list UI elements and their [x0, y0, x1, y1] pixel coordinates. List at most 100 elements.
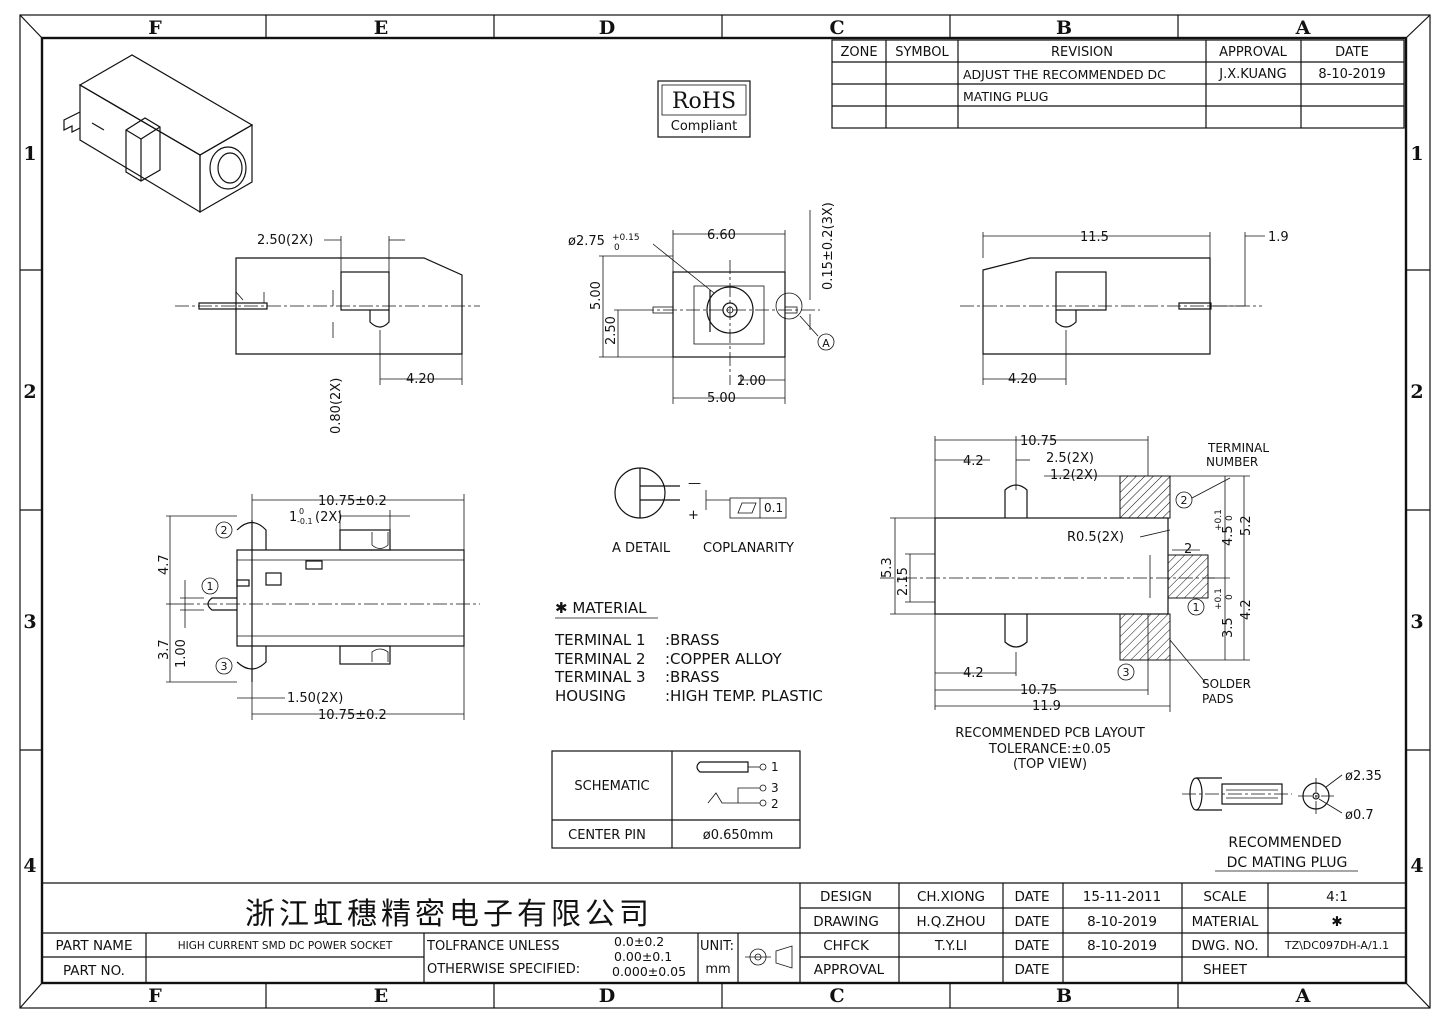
bottom-pin1: 1 — [207, 580, 214, 593]
top-view: 2.50(2X) 0.80(2X) 4.20 — [175, 233, 480, 434]
svg-text:1: 1 — [289, 510, 297, 525]
pcb-dim-119: 11.9 — [1032, 699, 1061, 714]
center-pin-label: CENTER PIN — [568, 828, 646, 843]
pcb-dim-1075-bot: 10.75 — [1020, 683, 1057, 698]
svg-text:F: F — [148, 985, 162, 1007]
svg-text:3: 3 — [1410, 611, 1423, 633]
front-dim-200: 2.00 — [737, 374, 766, 389]
zone-col-e: E — [374, 17, 388, 39]
frame: F E D C B A F E D C B A 1 2 3 4 1 2 3 4 — [19, 14, 1431, 1009]
mating-plug: ø2.35 ø0.7 RECOMMENDED DC MATING PLUG — [1182, 769, 1382, 872]
svg-text:SOLDER: SOLDER — [1202, 677, 1251, 691]
svg-text:0: 0 — [614, 243, 620, 253]
material-list: ✱ MATERIAL TERMINAL 1 :BRASS TERMINAL 2 … — [554, 599, 823, 705]
part-no-label: PART NO. — [63, 963, 125, 979]
svg-text:DATE: DATE — [1014, 914, 1049, 930]
front-ref-a: A — [822, 337, 830, 350]
svg-text:0.000±0.05: 0.000±0.05 — [612, 964, 686, 979]
pcb-layout: 2 1 3 10 — [880, 434, 1269, 772]
svg-text:B: B — [1056, 985, 1072, 1007]
pcb-dim-42-bot: 4.2 — [963, 666, 984, 681]
svg-text:DATE: DATE — [1014, 962, 1049, 978]
bottom-view: 2 1 3 10.75±0.2 1 0 -0.1 (2X) 4.7 3.7 1.… — [157, 494, 480, 723]
design-date: 15-11-2011 — [1083, 889, 1161, 905]
plug-dim-235: ø2.35 — [1345, 769, 1382, 784]
svg-text::BRASS: :BRASS — [665, 668, 719, 686]
rev-header-zone: ZONE — [840, 45, 877, 60]
svg-text:0: 0 — [1225, 594, 1235, 600]
drawing-name: H.Q.ZHOU — [916, 914, 985, 930]
svg-text:D: D — [599, 985, 615, 1007]
part-name-label: PART NAME — [56, 938, 133, 954]
approval-label: APPROVAL — [814, 962, 885, 978]
center-pin-value: ø0.650mm — [703, 828, 774, 843]
rev-header-symbol: SYMBOL — [895, 45, 949, 60]
scale-label: SCALE — [1203, 889, 1246, 905]
svg-text:TERMINAL 1: TERMINAL 1 — [554, 631, 646, 649]
svg-text:0.00±0.1: 0.00±0.1 — [614, 949, 672, 964]
svg-text:1: 1 — [771, 760, 779, 774]
bottom-dim-1075-bot: 10.75±0.2 — [318, 708, 387, 723]
svg-text:+0.15: +0.15 — [612, 233, 640, 243]
rev-header-approval: APPROVAL — [1219, 45, 1288, 60]
zone-col-f: F — [148, 17, 162, 39]
front-view: A ø2.75 +0.15 0 6.60 0.15±0.2(3X) 5.00 2… — [568, 202, 836, 406]
top-dim-250: 2.50(2X) — [257, 233, 313, 248]
front-dim-660: 6.60 — [707, 228, 736, 243]
schematic-table: SCHEMATIC CENTER PIN ø0.650mm 1 3 2 — [551, 750, 801, 849]
dwg-label: DWG. NO. — [1191, 938, 1258, 954]
title-block: 浙江虹穗精密电子有限公司 PART NAME PART NO. HIGH CUR… — [42, 882, 1406, 983]
svg-text:—: — — [688, 476, 701, 491]
svg-text:+0.1: +0.1 — [1214, 588, 1224, 610]
svg-text:TOLFRANCE UNLESS: TOLFRANCE UNLESS — [426, 939, 560, 954]
side-dim-19: 1.9 — [1268, 230, 1289, 245]
pcb-dim-45: 4.5 — [1221, 525, 1236, 546]
top-dim-080: 0.80(2X) — [329, 378, 344, 434]
pcb-dim-215: 2.15 — [896, 567, 911, 596]
plug-caption-1: RECOMMENDED — [1228, 835, 1341, 851]
coplanarity-label: COPLANARITY — [703, 541, 794, 556]
check-label: CHFCK — [823, 938, 870, 954]
svg-text:OTHERWISE SPECIFIED:: OTHERWISE SPECIFIED: — [427, 962, 580, 977]
side-dim-115: 11.5 — [1080, 230, 1109, 245]
svg-text:4: 4 — [1410, 855, 1423, 877]
rohs-subtitle: Compliant — [671, 119, 737, 134]
svg-text:E: E — [374, 985, 388, 1007]
pcb-pin3: 3 — [1123, 666, 1130, 679]
zone-row-3: 3 — [23, 611, 36, 633]
unit-value: mm — [705, 962, 730, 977]
front-dim-500v: 5.00 — [589, 281, 604, 310]
svg-text:-0.1: -0.1 — [297, 517, 313, 526]
scale-value: 4:1 — [1326, 889, 1348, 905]
svg-text:DATE: DATE — [1014, 889, 1049, 905]
sheet-label: SHEET — [1203, 962, 1248, 978]
front-dim-015: 0.15±0.2(3X) — [821, 202, 836, 290]
top-dim-420: 4.20 — [406, 372, 435, 387]
front-dim-275: ø2.75 — [568, 234, 605, 249]
drawing-label: DRAWING — [813, 914, 879, 930]
svg-text:A: A — [1295, 985, 1311, 1007]
dwg-number: TZ\DC097DH-A/1.1 — [1284, 939, 1389, 952]
pcb-pin1: 1 — [1193, 601, 1200, 614]
svg-text:NUMBER: NUMBER — [1206, 455, 1258, 469]
zone-row-4: 4 — [23, 855, 36, 877]
side-dim-420: 4.20 — [1008, 372, 1037, 387]
material-label: MATERIAL — [1192, 914, 1259, 930]
svg-text:HOUSING: HOUSING — [555, 687, 626, 705]
material-title: ✱ MATERIAL — [555, 599, 647, 617]
svg-text:3: 3 — [771, 781, 779, 795]
svg-text::BRASS: :BRASS — [665, 631, 719, 649]
pcb-dim-52: 5.2 — [1239, 515, 1254, 536]
svg-text:1: 1 — [1410, 143, 1423, 165]
material-value: ✱ — [1331, 914, 1342, 930]
svg-text:TERMINAL 2: TERMINAL 2 — [554, 650, 646, 668]
company-name: 浙江虹穗精密电子有限公司 — [245, 897, 653, 932]
part-name: HIGH CURRENT SMD DC POWER SOCKET — [178, 940, 393, 952]
zone-col-b: B — [1056, 17, 1072, 39]
pcb-caption-3: (TOP VIEW) — [1013, 757, 1087, 772]
side-view: 11.5 1.9 4.20 — [960, 230, 1289, 387]
revision-block: ZONE SYMBOL REVISION APPROVAL DATE J.X.K… — [831, 39, 1405, 129]
svg-text:2: 2 — [1410, 381, 1423, 403]
design-name: CH.XIONG — [917, 889, 985, 905]
svg-text:TERMINAL 3: TERMINAL 3 — [554, 668, 646, 686]
